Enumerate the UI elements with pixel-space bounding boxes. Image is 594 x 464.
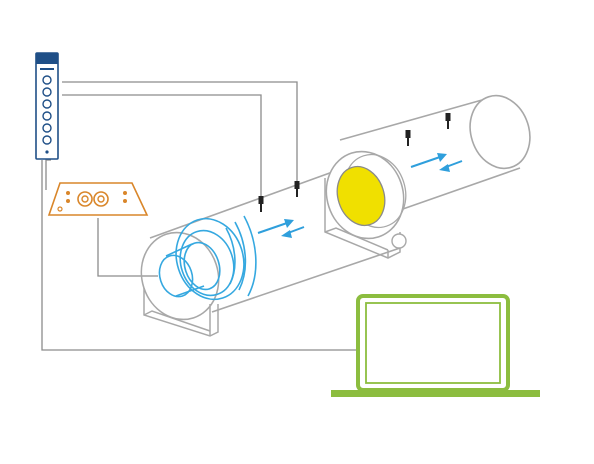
tube-top-edge-near [149,169,339,239]
sample-holder-knob [391,233,407,249]
daq-module-icon [35,52,59,160]
tube-bottom-edge-far [399,167,521,211]
impedance-tube [140,94,531,321]
left-stand [143,288,219,337]
tube-near-end [140,231,220,321]
speaker-icon [158,215,257,301]
cable-amplifier-to-speaker [97,218,158,277]
cable-daq-to-laptop [41,160,358,351]
amplifier-icon [47,182,149,216]
laptop-icon [331,294,540,397]
arrow-incident-near [257,219,294,234]
cables [41,81,358,351]
microphones [258,113,451,212]
tube-bottom-edge-near [211,247,401,313]
microphone-icon [405,130,411,146]
sample-holder [324,150,407,259]
microphone-icon [294,181,300,197]
sound-wave-arrows [257,153,463,238]
cable-daq-to-far-microphones [62,81,298,185]
microphone-icon [445,113,451,129]
microphone-icon [258,196,264,212]
arrow-reflected-near [281,226,305,238]
tube-far-end [469,94,531,170]
sample-disc-icon [336,165,386,227]
cable-daq-to-amplifier [45,159,51,190]
arrow-reflected-far [439,160,463,172]
cable-daq-to-near-microphone [62,94,262,198]
tube-top-edge-far [339,99,483,141]
arrow-transmitted-far [410,153,447,168]
